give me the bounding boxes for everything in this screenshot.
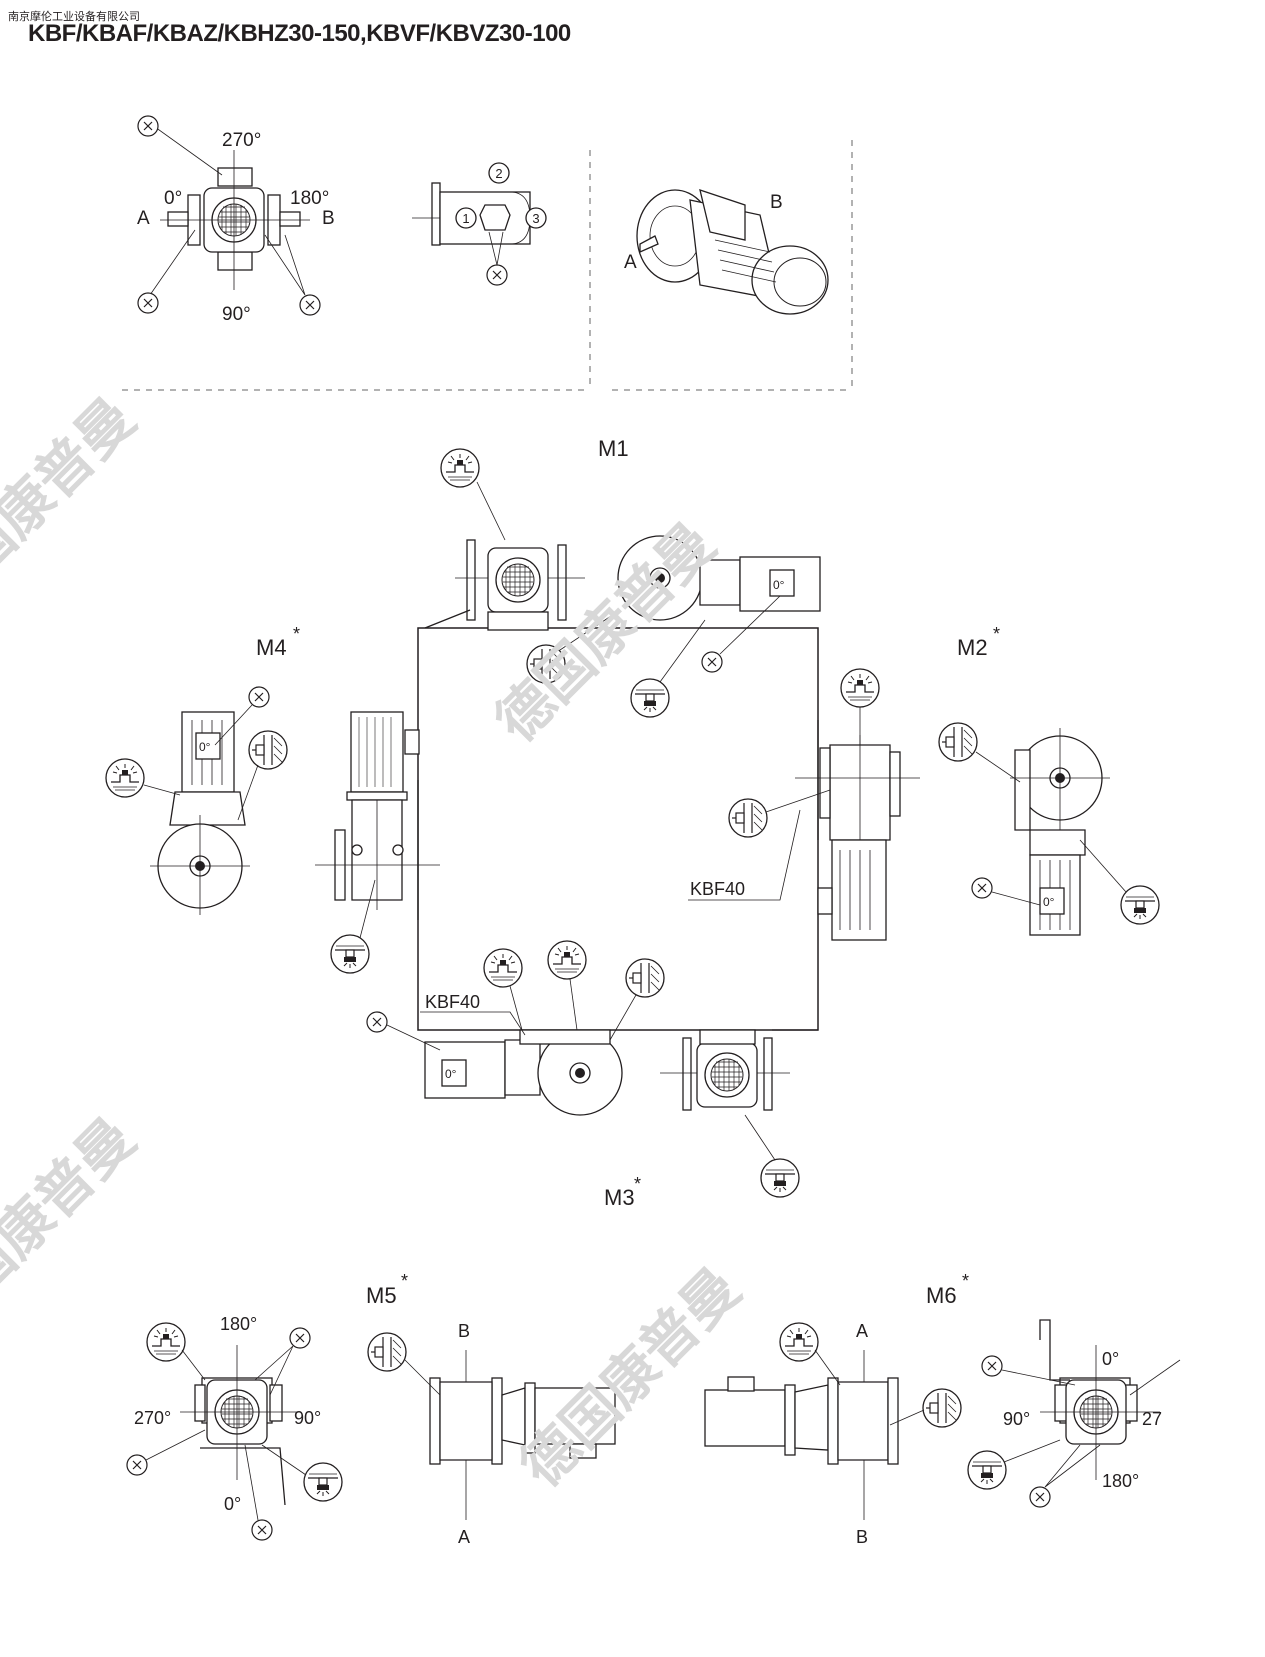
m6-angle-bottom: 180° <box>1102 1471 1139 1491</box>
x-marker-icon <box>981 1355 1003 1377</box>
m1-gear-motor: 0° <box>617 535 821 621</box>
level-plug-icon <box>367 1332 407 1372</box>
breather-icon <box>146 1322 186 1362</box>
m3-label: M3 <box>604 1185 635 1210</box>
drain-plug-icon <box>303 1462 343 1502</box>
m5-label: M5 <box>366 1283 397 1308</box>
face-2-label: 2 <box>495 166 502 181</box>
x-marker-icon <box>137 115 159 137</box>
angle-left-label: 0° <box>164 188 182 209</box>
watermark-left: 德国康普曼 <box>0 386 148 630</box>
drain-plug-icon <box>967 1450 1007 1490</box>
company-name: 南京摩伦工业设备有限公司 <box>8 10 140 23</box>
side-b-label: B <box>322 208 335 229</box>
level-plug-icon <box>728 798 768 838</box>
legend-gearbox-faces: 1 2 3 <box>412 162 547 286</box>
legend-motor-3d: A B <box>624 189 829 315</box>
legend-panel: 270° 0° 180° 90° A B 1 2 3 <box>122 115 853 391</box>
m5-top-letter: B <box>458 1321 470 1341</box>
breather-icon <box>483 948 523 988</box>
m4-outer-view: 0° <box>150 711 250 915</box>
svg-text:0°: 0° <box>445 1067 457 1081</box>
m6-views: M6 * A B 0° 90° 27 180° <box>704 1271 1181 1547</box>
svg-text:0°: 0° <box>199 740 211 754</box>
angle-right-label: 180° <box>290 188 329 209</box>
m2-label: M2 <box>957 635 988 660</box>
m3-gearbox-front <box>660 1029 818 1111</box>
x-marker-icon <box>1029 1486 1051 1508</box>
drain-plug-icon <box>330 934 370 974</box>
mounting-diagram-central: M1 0° <box>256 436 1000 1210</box>
watermark-bottom: 德国康普曼 <box>509 1256 753 1500</box>
x-marker-icon <box>971 877 993 899</box>
x-marker-icon <box>299 294 321 316</box>
x-marker-icon <box>126 1454 148 1476</box>
motor-side-b-label: B <box>770 192 783 213</box>
svg-text:0°: 0° <box>1043 895 1055 909</box>
level-plug-icon <box>938 722 978 762</box>
x-marker-icon <box>137 292 159 314</box>
angle-bottom-label: 90° <box>222 304 251 325</box>
x-marker-icon <box>248 686 270 708</box>
face-1-label: 1 <box>462 211 469 226</box>
level-plug-icon <box>922 1388 962 1428</box>
page-title: KBF/KBAF/KBAZ/KBHZ30-150,KBVF/KBVZ30-100 <box>28 20 571 47</box>
drain-plug-icon <box>1120 885 1160 925</box>
motor-side-a-label: A <box>624 252 637 273</box>
x-marker-icon <box>701 651 723 673</box>
m3-inner-gear-motor: 0° <box>424 1029 623 1116</box>
m1-gearbox-front <box>424 539 585 631</box>
m5-angle-bottom: 0° <box>224 1494 241 1514</box>
x-marker-icon <box>251 1519 273 1541</box>
drain-plug-icon <box>760 1158 800 1198</box>
m6-angle-top: 0° <box>1102 1349 1119 1369</box>
m2-star: * <box>993 624 1000 644</box>
m2-outer-view: 0° <box>1010 728 1110 936</box>
m6-label: M6 <box>926 1283 957 1308</box>
m6-top-letter: A <box>856 1321 868 1341</box>
m5-views: M5 * 180° 270° 90° 0° B A <box>126 1271 616 1547</box>
m2-inner-gear-motor <box>795 720 920 941</box>
watermark-layer: 德国康普曼 德国康普曼 德国康普曼 德国康普曼 <box>0 386 753 1500</box>
legend-gearbox-angles: 270° 0° 180° 90° A B <box>137 115 335 325</box>
breather-icon <box>840 668 880 708</box>
angle-top-label: 270° <box>222 130 261 151</box>
x-marker-icon <box>366 1011 388 1033</box>
level-plug-icon <box>248 730 288 770</box>
breather-icon <box>105 758 145 798</box>
breather-icon <box>779 1322 819 1362</box>
kbf40-note-right: KBF40 <box>690 879 745 899</box>
watermark-left-bottom: 德国康普曼 <box>0 1106 148 1350</box>
x-marker-icon <box>289 1327 311 1349</box>
level-plug-icon <box>625 958 665 998</box>
drain-plug-icon <box>630 678 670 718</box>
breather-icon <box>547 940 587 980</box>
m5-star: * <box>401 1271 408 1291</box>
m5-angle-left: 270° <box>134 1408 171 1428</box>
m6-bottom-letter: B <box>856 1527 868 1547</box>
m5-bottom-letter: A <box>458 1527 470 1547</box>
kbf40-note-bottom: KBF40 <box>425 992 480 1012</box>
x-marker-icon <box>486 264 508 286</box>
m5-angle-top: 180° <box>220 1314 257 1334</box>
m5-angle-right: 90° <box>294 1408 321 1428</box>
m4-label: M4 <box>256 635 287 660</box>
m6-star: * <box>962 1271 969 1291</box>
svg-text:0°: 0° <box>773 578 785 592</box>
m4-inner-gear-motor <box>315 711 440 920</box>
m6-angle-right: 27 <box>1142 1409 1162 1429</box>
m4-star: * <box>293 624 300 644</box>
m3-star: * <box>634 1174 641 1194</box>
face-3-label: 3 <box>532 211 539 226</box>
m6-angle-left: 90° <box>1003 1409 1030 1429</box>
side-a-label: A <box>137 208 150 229</box>
breather-icon <box>440 448 480 488</box>
m1-label: M1 <box>598 436 629 461</box>
